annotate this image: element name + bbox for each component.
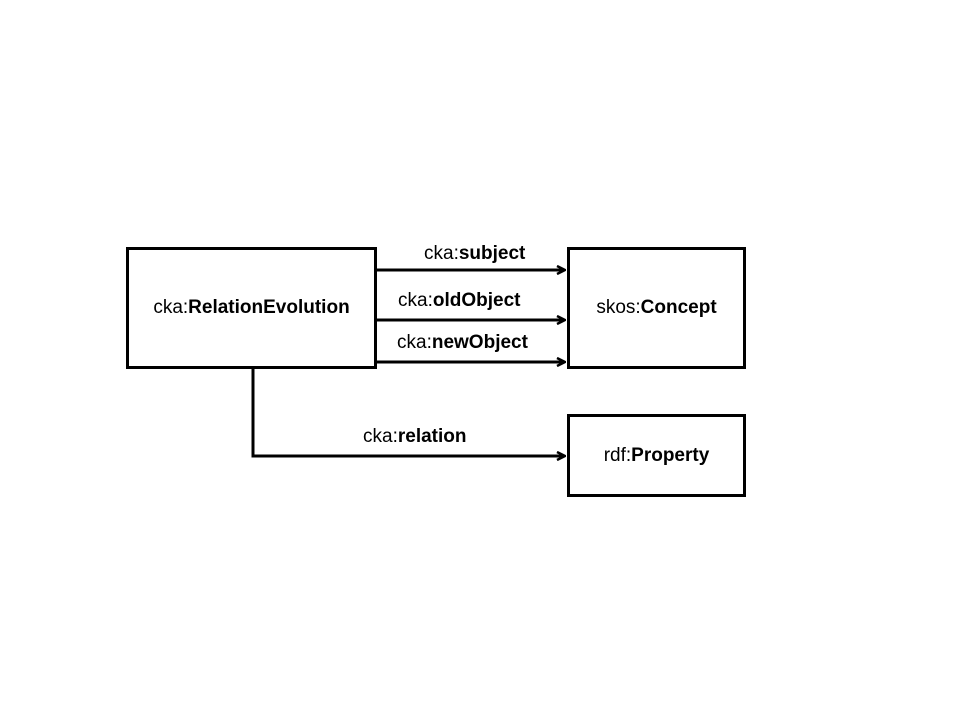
node-concept-prefix: skos: xyxy=(596,297,641,318)
edge-new-object-prefix: cka: xyxy=(397,332,432,353)
edge-subject-prefix: cka: xyxy=(424,243,459,264)
node-concept-name: Concept xyxy=(640,297,717,318)
node-property-prefix: rdf: xyxy=(603,444,632,466)
edge-relation-arrow xyxy=(251,368,565,456)
edge-relation-name: relation xyxy=(397,426,467,447)
edge-relation-prefix: cka: xyxy=(363,426,398,447)
node-relation-evolution-prefix: cka: xyxy=(153,297,189,318)
node-concept: skos:Concept xyxy=(567,247,746,369)
node-property: rdf:Property xyxy=(567,414,746,497)
edge-subject-label: cka:subject xyxy=(424,244,525,263)
edge-subject-name: subject xyxy=(458,243,526,264)
edge-old-object-label: cka:oldObject xyxy=(398,291,520,310)
edge-new-object-label: cka:newObject xyxy=(397,333,528,352)
node-relation-evolution: cka:RelationEvolution xyxy=(126,247,377,369)
edge-relation-label: cka:relation xyxy=(363,427,466,446)
edge-new-object-name: newObject xyxy=(431,332,528,353)
edge-old-object-prefix: cka: xyxy=(398,290,433,311)
node-property-name: Property xyxy=(631,444,710,466)
edge-old-object-name: oldObject xyxy=(432,290,521,311)
node-relation-evolution-name: RelationEvolution xyxy=(188,297,350,318)
